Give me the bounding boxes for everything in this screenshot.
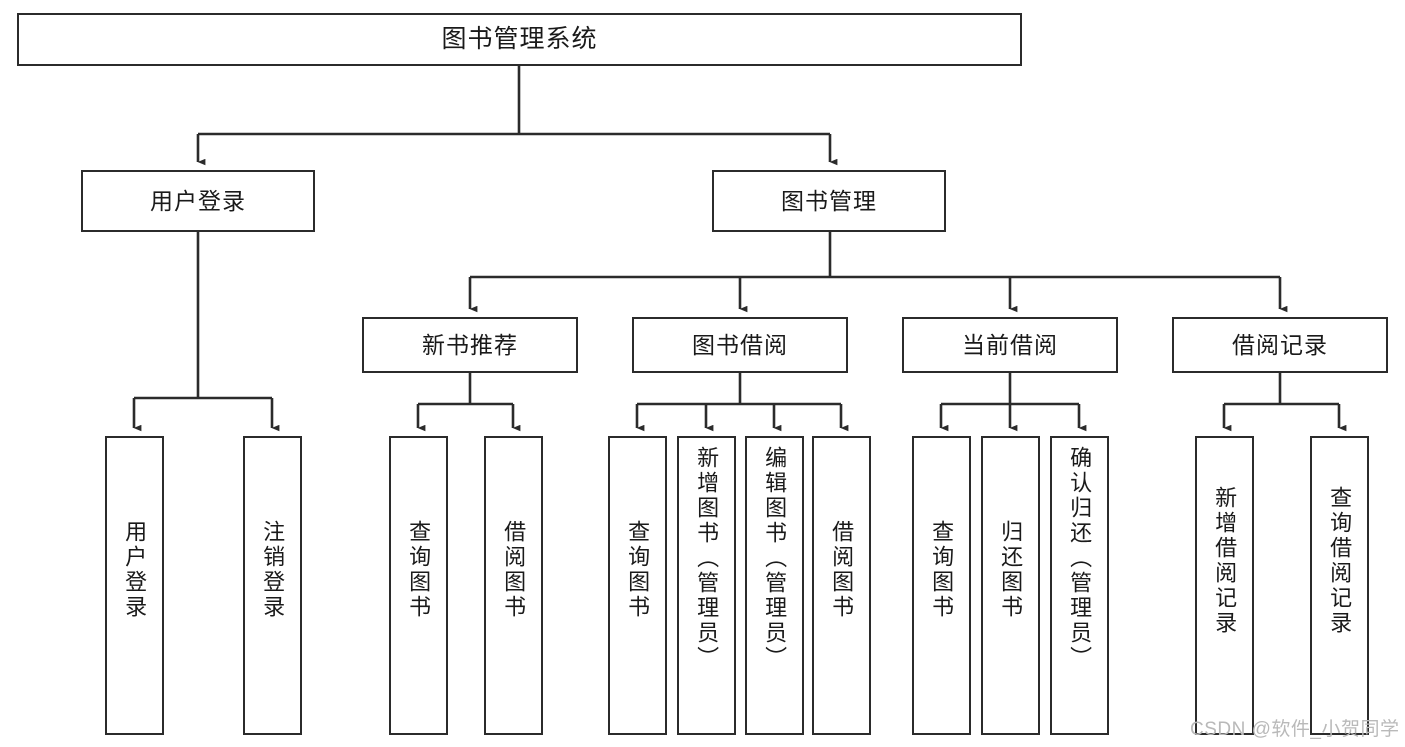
node-user-login[interactable]: 用户登录: [81, 170, 315, 232]
node-book-management[interactable]: 图书管理: [712, 170, 946, 232]
leaf-current-borrow-query-book[interactable]: 查询图书: [912, 436, 971, 735]
leaf-borrow-record-query-record[interactable]: 查询借阅记录: [1310, 436, 1369, 735]
node-label: 查询图书: [929, 520, 955, 620]
leaf-book-borrow-edit-book-admin[interactable]: 编辑图书（管理员）: [745, 436, 804, 735]
node-current-borrow[interactable]: 当前借阅: [902, 317, 1118, 373]
node-borrow-record[interactable]: 借阅记录: [1172, 317, 1388, 373]
node-label: 用户登录: [122, 520, 148, 620]
leaf-new-book-query-book[interactable]: 查询图书: [389, 436, 448, 735]
node-label: 查询图书: [625, 520, 651, 620]
leaf-book-borrow-borrow-book[interactable]: 借阅图书: [812, 436, 871, 735]
node-label: 借阅记录: [1232, 331, 1328, 358]
node-label: 编辑图书（管理员）: [762, 446, 788, 671]
leaf-book-borrow-add-book-admin[interactable]: 新增图书（管理员）: [677, 436, 736, 735]
leaf-current-borrow-confirm-return-admin[interactable]: 确认归还（管理员）: [1050, 436, 1109, 735]
node-label: 新增图书（管理员）: [694, 446, 720, 671]
node-label: 注销登录: [260, 520, 286, 620]
node-label: 查询借阅记录: [1327, 486, 1353, 636]
node-book-borrow[interactable]: 图书借阅: [632, 317, 848, 373]
leaf-new-book-borrow-book[interactable]: 借阅图书: [484, 436, 543, 735]
node-label: 用户登录: [150, 187, 246, 214]
node-new-book-recommend[interactable]: 新书推荐: [362, 317, 578, 373]
node-root-book-management-system[interactable]: 图书管理系统: [17, 13, 1022, 66]
node-label: 图书管理: [781, 187, 877, 214]
node-label: 归还图书: [998, 520, 1024, 620]
leaf-borrow-record-add-record[interactable]: 新增借阅记录: [1195, 436, 1254, 735]
node-label: 借阅图书: [501, 520, 527, 620]
node-label: 图书借阅: [692, 331, 788, 358]
node-label: 查询图书: [406, 520, 432, 620]
node-label: 新书推荐: [422, 331, 518, 358]
node-label: 图书管理系统: [441, 25, 598, 54]
watermark-csdn: CSDN @软件_小贺同学: [1190, 719, 1400, 740]
leaf-book-borrow-query-book[interactable]: 查询图书: [608, 436, 667, 735]
leaf-user-login-login[interactable]: 用户登录: [105, 436, 164, 735]
leaf-current-borrow-return-book[interactable]: 归还图书: [981, 436, 1040, 735]
node-label: 确认归还（管理员）: [1067, 446, 1093, 671]
node-label: 新增借阅记录: [1212, 486, 1238, 636]
leaf-user-login-logout[interactable]: 注销登录: [243, 436, 302, 735]
node-label: 借阅图书: [829, 520, 855, 620]
node-label: 当前借阅: [962, 331, 1058, 358]
